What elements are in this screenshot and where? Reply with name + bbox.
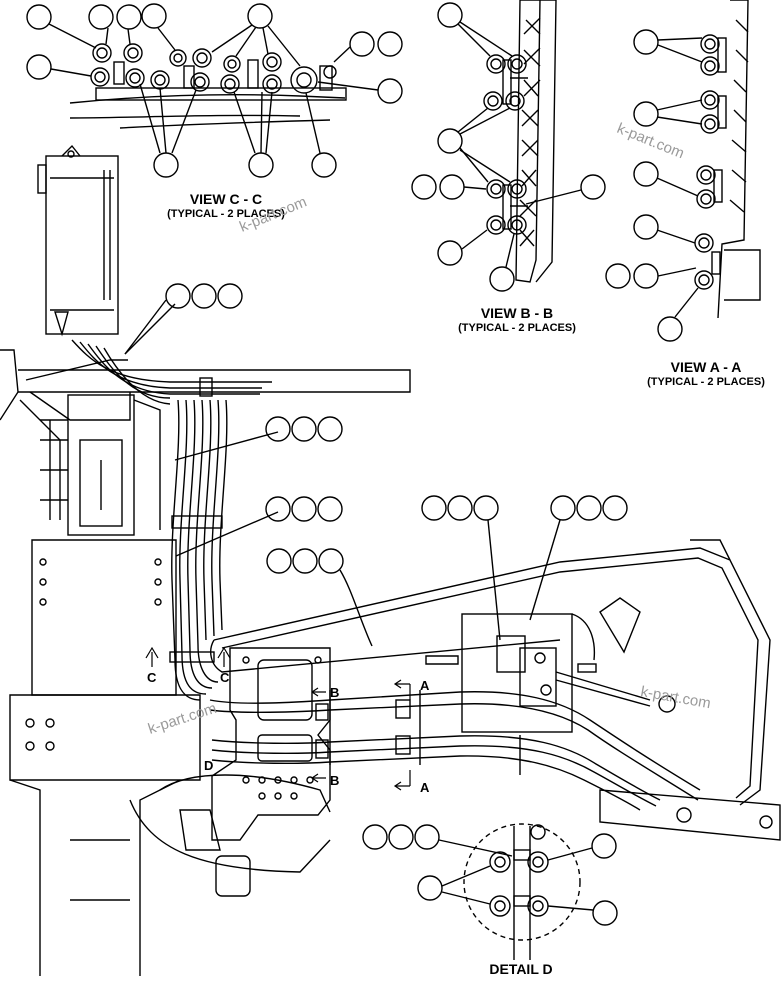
detail-d-drawing [463, 823, 581, 960]
boom-main-arm [0, 349, 411, 520]
view-a-a-title: VIEW A - A [671, 359, 742, 375]
section-mark-b-bottom: B [330, 773, 339, 788]
section-mark-b-top: B [330, 685, 339, 700]
hose-bundle-upper [71, 303, 272, 405]
section-mark-a-bottom: A [420, 780, 430, 795]
view-c-callouts [26, 3, 403, 178]
boom-side-frame [210, 539, 771, 806]
detail-d-hoses [489, 824, 549, 917]
section-mark-d: D [204, 758, 213, 773]
watermark-3: k-part.com [639, 683, 712, 712]
section-arrows [145, 646, 411, 791]
boom-mount-plate [211, 647, 331, 841]
section-mark-c-left: C [147, 670, 157, 685]
view-c-hoses [90, 43, 337, 94]
section-mark-a-top: A [420, 678, 430, 693]
view-a-a-label: VIEW A - A (TYPICAL - 2 PLACES) [647, 359, 765, 388]
boom-pivot-lower [129, 774, 781, 897]
watermark-4: k-part.com [146, 700, 219, 738]
view-b-b-title: VIEW B - B [481, 305, 553, 321]
section-mark-labels: C C B B A A D [147, 670, 430, 795]
base-pedestal [9, 539, 201, 976]
view-c-c-subtitle: (TYPICAL - 2 PLACES) [167, 208, 285, 220]
view-c-c-label: VIEW C - C (TYPICAL - 2 PLACES) [167, 191, 285, 220]
view-a-a-subtitle: (TYPICAL - 2 PLACES) [647, 376, 765, 388]
view-b-b-drawing [483, 0, 557, 283]
detail-d-title: DETAIL D [489, 961, 552, 976]
view-b-callouts [411, 2, 606, 292]
valve-box [37, 144, 119, 337]
control-box [425, 613, 676, 733]
turntable-column [40, 394, 161, 536]
view-a-a-drawing [694, 0, 761, 319]
view-c-c-title: VIEW C - C [190, 191, 262, 207]
hose-bundle-vertical [169, 399, 279, 701]
pedestal-bolts [25, 558, 162, 751]
view-a-callouts [605, 29, 703, 342]
mount-plate-holes [242, 656, 322, 800]
view-b-b-subtitle: (TYPICAL - 2 PLACES) [458, 322, 576, 334]
view-b-hoses [483, 54, 527, 235]
view-a-hoses [694, 34, 720, 290]
detail-d-callouts [362, 824, 618, 926]
view-b-b-label: VIEW B - B (TYPICAL - 2 PLACES) [458, 305, 576, 334]
view-c-c-drawing [69, 43, 347, 129]
watermark-2: k-part.com [615, 120, 687, 162]
section-mark-c-right: C [220, 670, 230, 685]
main-callouts [124, 283, 628, 647]
